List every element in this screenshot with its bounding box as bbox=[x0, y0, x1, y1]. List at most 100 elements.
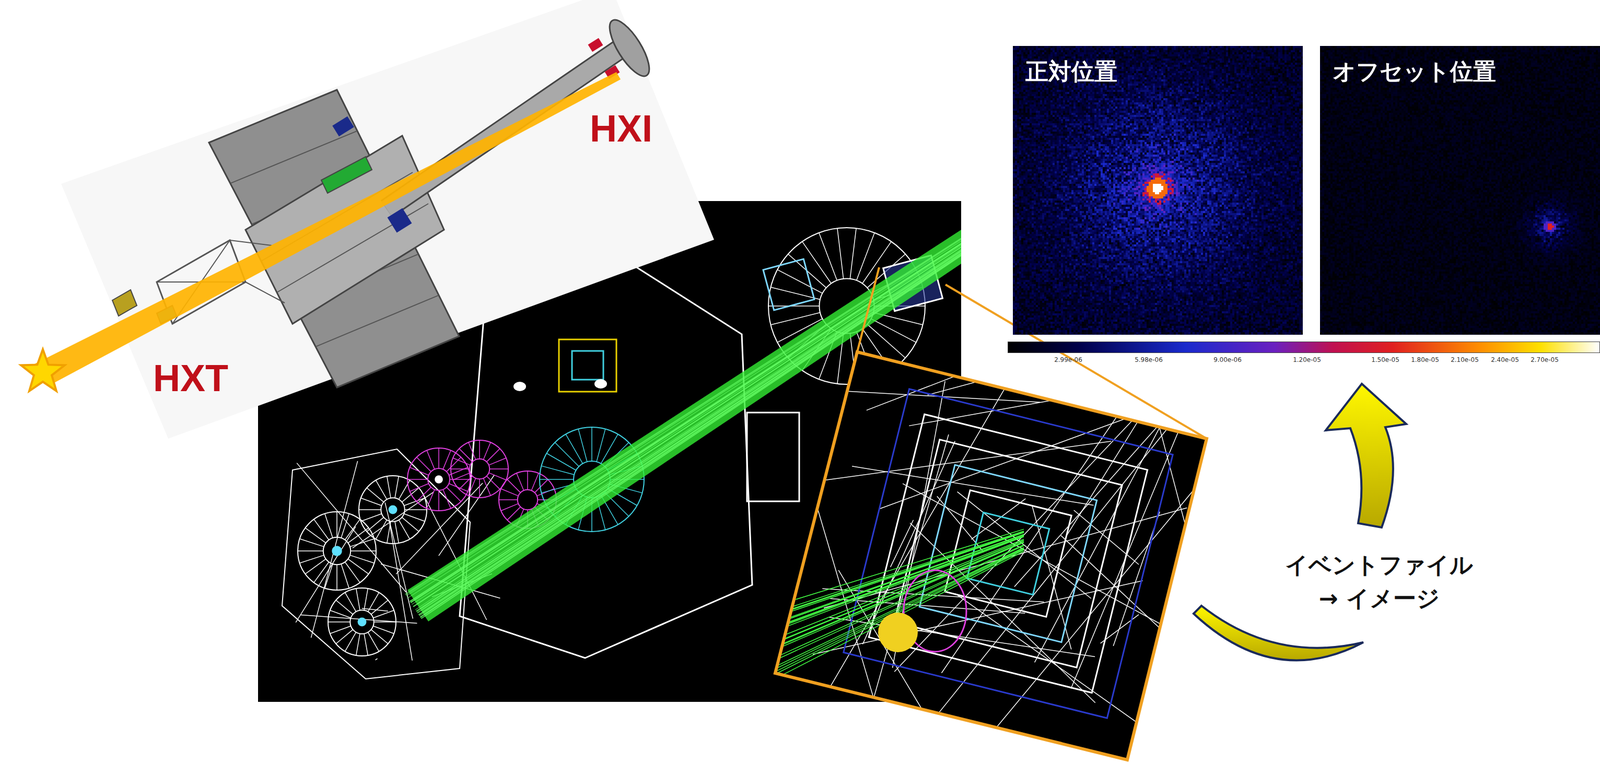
colorbar-tick: 2.10e-05 bbox=[1450, 356, 1479, 364]
wire-spoke bbox=[387, 521, 391, 544]
wire-spoke bbox=[360, 514, 382, 522]
process-arrow bbox=[1193, 605, 1364, 661]
wire-spoke bbox=[450, 468, 470, 470]
wireframe-line bbox=[894, 388, 1164, 672]
photon-track bbox=[773, 534, 1024, 624]
xray-beam bbox=[31, 72, 621, 384]
photon-track bbox=[773, 548, 1024, 671]
wireframe-line bbox=[295, 526, 356, 623]
wire-spoke bbox=[410, 467, 429, 476]
wire-spoke bbox=[531, 473, 539, 491]
wire-spoke bbox=[483, 478, 491, 496]
wire-spoke bbox=[468, 442, 476, 460]
wire-spoke bbox=[438, 490, 440, 511]
instrument-box bbox=[321, 156, 372, 194]
zoom-leader bbox=[857, 267, 880, 353]
wireframe-line bbox=[1070, 370, 1153, 396]
wire-circle bbox=[407, 448, 471, 511]
wire-spoke bbox=[819, 232, 838, 281]
wire-spoke bbox=[360, 498, 382, 506]
panel-line bbox=[315, 295, 439, 347]
wire-circle bbox=[358, 475, 427, 544]
wireframe-outline bbox=[282, 449, 471, 680]
wire-spoke bbox=[459, 476, 473, 490]
photon-track bbox=[773, 550, 1024, 676]
wire-spoke bbox=[403, 514, 425, 522]
process-label: イベントファイル → イメージ bbox=[1280, 548, 1478, 616]
wire-spoke bbox=[410, 483, 429, 492]
process-arrow bbox=[1325, 383, 1407, 528]
wire-spoke bbox=[488, 472, 507, 481]
wire-spoke bbox=[591, 427, 593, 462]
wire-spoke bbox=[768, 305, 820, 307]
photon-track bbox=[773, 532, 1024, 617]
wire-spoke bbox=[313, 519, 330, 540]
wireframe-line bbox=[941, 389, 1136, 674]
image-panel: 正対位置 bbox=[1012, 45, 1303, 335]
wire-spoke bbox=[364, 633, 368, 656]
wire-spoke bbox=[488, 458, 507, 466]
wire-spoke bbox=[468, 478, 476, 496]
wire-spoke bbox=[336, 511, 338, 538]
wire-spoke bbox=[350, 550, 377, 552]
colorbar-tick: 9.00e-06 bbox=[1213, 356, 1242, 364]
wire-spoke bbox=[489, 468, 509, 470]
wire-spoke bbox=[500, 488, 519, 497]
wire-square bbox=[944, 490, 1072, 617]
wire-spoke bbox=[349, 555, 375, 564]
wire-spoke bbox=[498, 499, 518, 501]
wire-spoke bbox=[446, 457, 462, 473]
detector-block bbox=[588, 38, 604, 52]
panel-heading: オフセット位置 bbox=[1332, 56, 1497, 88]
wire-spoke bbox=[330, 626, 352, 634]
wireframe-line bbox=[824, 390, 1041, 403]
wire-spoke bbox=[299, 539, 324, 547]
wire-spoke bbox=[344, 562, 360, 583]
wire-spoke bbox=[541, 465, 575, 475]
wire-spoke bbox=[341, 564, 349, 589]
wire-spoke bbox=[565, 434, 583, 464]
wire-spoke bbox=[527, 471, 529, 490]
panel-heading: 正対位置 bbox=[1025, 56, 1118, 88]
wire-spoke bbox=[479, 440, 481, 460]
wire-spoke bbox=[416, 457, 432, 473]
wire-spoke bbox=[442, 489, 451, 509]
solar-panel bbox=[208, 89, 460, 388]
wire-core bbox=[388, 505, 398, 515]
wire-circle bbox=[380, 497, 405, 522]
wireframe-line bbox=[955, 593, 1154, 735]
wire-circle bbox=[323, 537, 352, 566]
wire-spoke bbox=[426, 450, 435, 470]
wire-spoke bbox=[344, 519, 360, 540]
wire-spoke bbox=[367, 632, 379, 652]
wire-spoke bbox=[438, 448, 440, 469]
wire-circle bbox=[328, 588, 396, 657]
wire-spoke bbox=[370, 600, 388, 615]
wire-spoke bbox=[356, 633, 360, 656]
wire-box bbox=[571, 351, 604, 380]
wire-spoke bbox=[507, 479, 521, 493]
photon-track bbox=[773, 544, 1024, 659]
instrument-box bbox=[387, 208, 413, 233]
wire-spoke bbox=[448, 483, 468, 492]
wire-spoke bbox=[500, 503, 519, 511]
wire-spoke bbox=[335, 629, 353, 645]
colorbar-tick: 1.50e-05 bbox=[1371, 356, 1400, 364]
satellite-body bbox=[245, 135, 445, 324]
wire-spoke bbox=[404, 509, 427, 511]
wire-square bbox=[894, 439, 1123, 668]
wire-circle bbox=[517, 489, 539, 511]
instrument-label: HXI bbox=[589, 107, 653, 150]
satellite-background bbox=[61, 0, 715, 439]
wire-spoke bbox=[305, 528, 326, 544]
wire-spoke bbox=[596, 428, 606, 462]
wireframe-line bbox=[352, 492, 434, 548]
wire-spoke bbox=[345, 592, 357, 613]
wire-spoke bbox=[347, 558, 369, 575]
wire-spoke bbox=[856, 232, 875, 281]
wire-wheel bbox=[407, 448, 471, 511]
wire-circle bbox=[297, 511, 377, 591]
wire-spoke bbox=[372, 626, 394, 634]
truss-line bbox=[229, 240, 272, 246]
wire-box bbox=[558, 339, 617, 392]
